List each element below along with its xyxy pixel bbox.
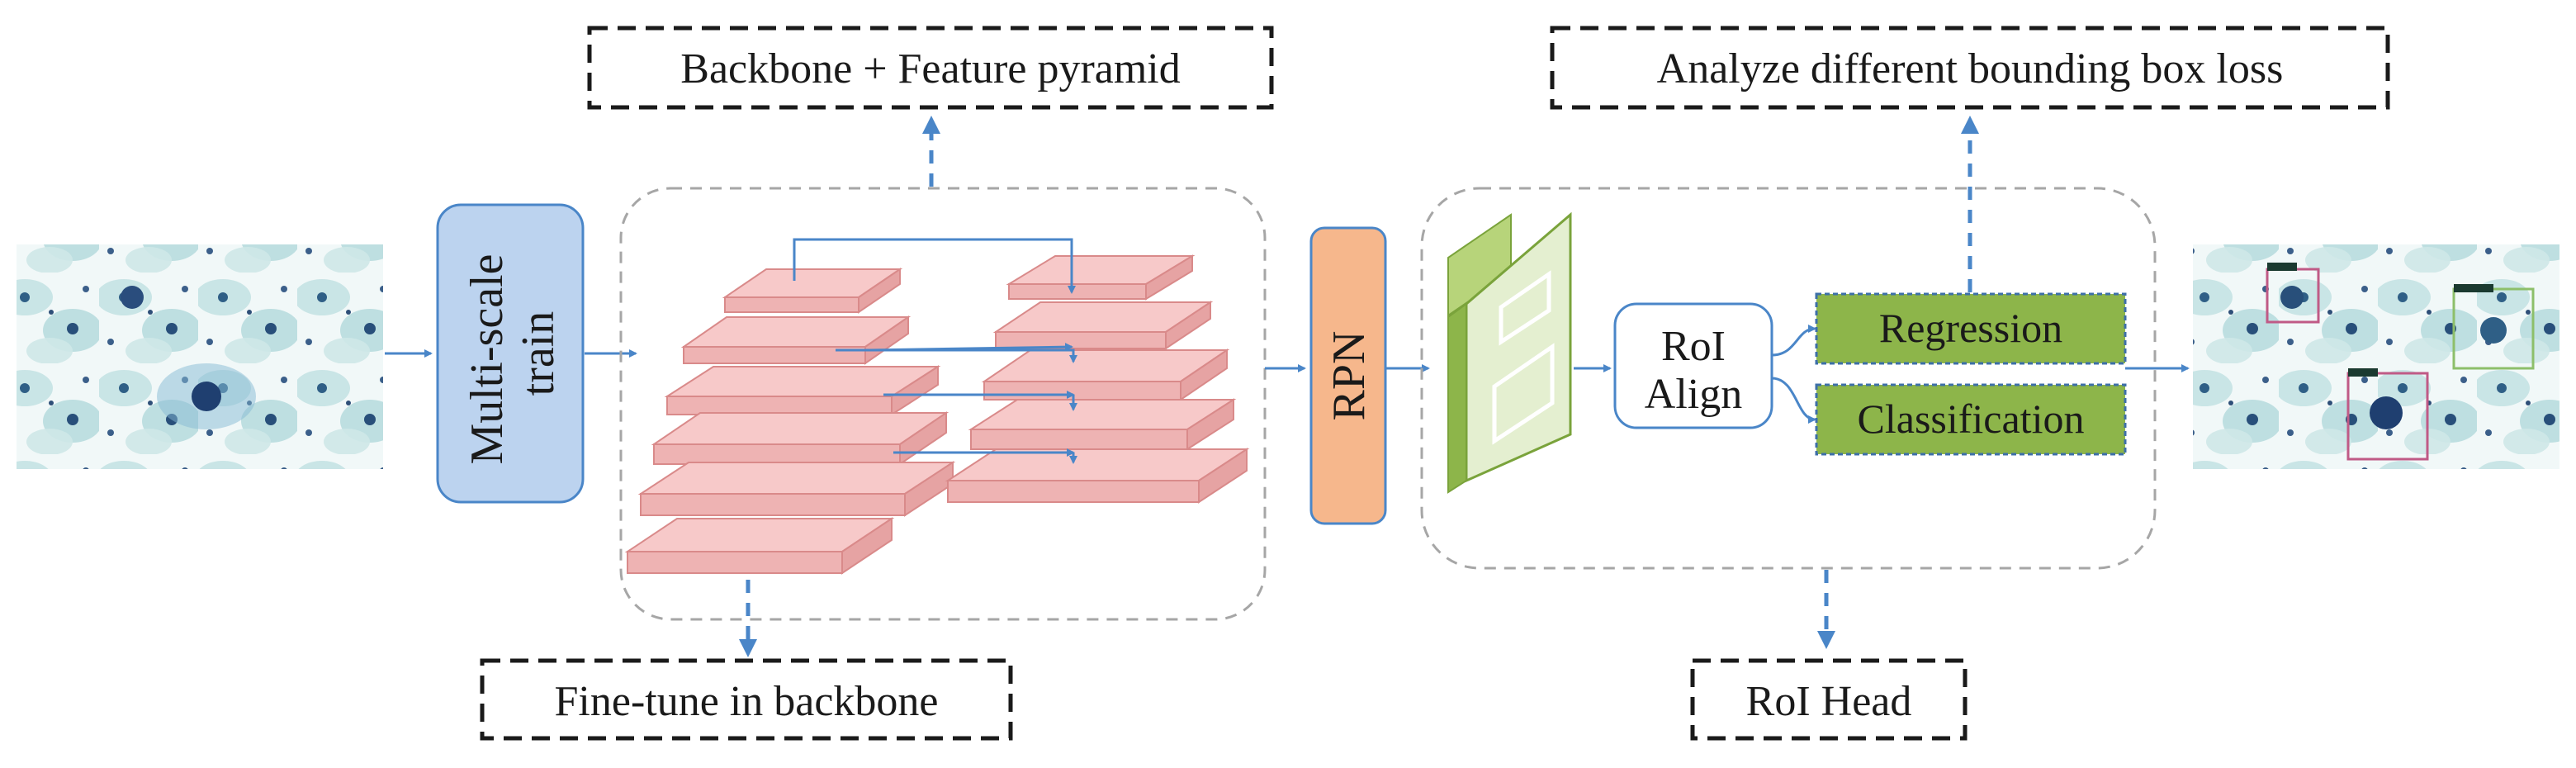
backbone-layer-1 xyxy=(637,461,956,517)
roi-align-label-line2: Align xyxy=(1645,371,1742,418)
backbone-layer-4 xyxy=(680,315,912,365)
multiscale-label-line2: train xyxy=(513,311,564,396)
regression-head: Regression xyxy=(1815,292,2127,365)
feature-map-slab xyxy=(1447,211,1572,494)
backbone-layer-3 xyxy=(664,365,941,416)
detection-box-2 xyxy=(2452,284,2535,370)
finetune-callout: Fine-tune in backbone xyxy=(480,658,1013,741)
classification-head: Classification xyxy=(1815,383,2127,456)
regression-label: Regression xyxy=(1879,305,2062,351)
arrow-roialign-to-classification xyxy=(1771,377,1816,424)
backbone-layers xyxy=(624,268,956,575)
arrow-roialign-to-regression xyxy=(1771,325,1816,357)
bbox-loss-callout: Analyze different bounding box loss xyxy=(1550,26,2390,110)
multiscale-train-block: Multi-scale train xyxy=(436,203,585,504)
fpn-layer-4 xyxy=(1006,254,1196,301)
classification-label: Classification xyxy=(1858,396,2085,442)
roi-head-region xyxy=(1420,187,2157,570)
roi-head-label: RoI Head xyxy=(1746,678,1912,725)
fpn-layer-0 xyxy=(945,448,1250,504)
svg-text:Multi-scale train: Multi-scale train xyxy=(462,242,564,464)
multiscale-label-line1: Multi-scale xyxy=(462,254,513,464)
rpn-label: RPN xyxy=(1324,331,1375,421)
backbone-fpn-label: Backbone + Feature pyramid xyxy=(680,45,1180,92)
fpn-layer-2 xyxy=(981,348,1230,401)
fpn-layer-1 xyxy=(968,398,1237,451)
input-image xyxy=(17,244,383,469)
detection-box-3 xyxy=(2346,368,2429,461)
fpn-layer-3 xyxy=(992,301,1214,350)
roi-head-callout: RoI Head xyxy=(1690,658,1968,741)
roi-align-block: RoI Align xyxy=(1613,302,1773,429)
backbone-layer-5 xyxy=(722,268,903,314)
output-image xyxy=(2193,244,2559,469)
rpn-block: RPN xyxy=(1309,226,1387,525)
roi-align-label-line1: RoI xyxy=(1661,323,1726,370)
fpn-lateral-connections xyxy=(793,238,1077,464)
detection-box-1 xyxy=(2266,263,2320,324)
fpn-layers xyxy=(945,254,1250,504)
backbone-fpn-callout: Backbone + Feature pyramid xyxy=(587,26,1274,110)
backbone-layer-0 xyxy=(624,517,895,575)
backbone-layer-2 xyxy=(651,411,949,466)
finetune-label: Fine-tune in backbone xyxy=(555,678,939,725)
bbox-loss-label: Analyze different bounding box loss xyxy=(1657,45,2284,92)
